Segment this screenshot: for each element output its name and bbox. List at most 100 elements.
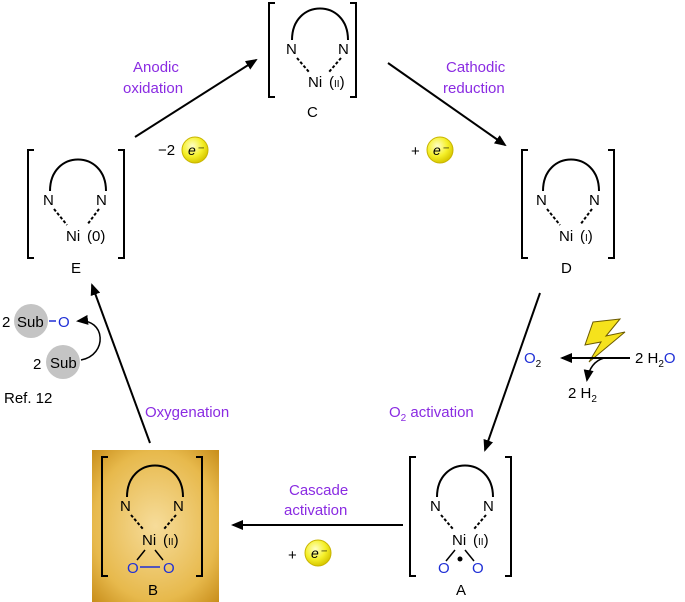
complex-label: D xyxy=(561,260,572,277)
oxidation-state: (II) xyxy=(473,532,489,549)
n-atom-left: N xyxy=(43,192,54,209)
ligand-arc xyxy=(542,158,600,192)
bracket-right xyxy=(350,2,357,98)
radical-dot xyxy=(457,556,463,562)
ni-atom: Ni xyxy=(308,74,322,91)
svg-text:Cascade: Cascade xyxy=(289,482,348,499)
lightning-bolt-icon xyxy=(584,318,626,363)
bracket-right xyxy=(118,149,125,259)
ni-o-bond xyxy=(445,549,456,562)
n-atom-left: N xyxy=(120,498,131,515)
arrow-b-to-e xyxy=(90,283,151,444)
arrow-e-to-c xyxy=(134,58,258,138)
n-ni-bond xyxy=(579,208,593,226)
n-ni-bond xyxy=(86,208,100,226)
oxidation-state: (II) xyxy=(329,74,345,91)
n-atom-right: N xyxy=(338,41,349,58)
ni-atom: Ni xyxy=(66,228,80,245)
product-coefficient: 2 xyxy=(2,314,10,331)
product-sub-label: Sub xyxy=(17,314,44,331)
oxidation-state: (I) xyxy=(580,228,593,245)
n-ni-bond xyxy=(473,514,487,530)
complex-label: C xyxy=(307,104,318,121)
ni-atom: Ni xyxy=(559,228,573,245)
svg-text:activation: activation xyxy=(284,502,347,519)
svg-text:reduction: reduction xyxy=(443,80,505,97)
n-ni-bond xyxy=(130,514,144,530)
oxygen-atom-left: O xyxy=(127,560,139,577)
complex-c: N N Ni (II) C xyxy=(268,2,357,121)
o2-activation-label: O2 activation xyxy=(389,404,474,424)
reference-label: Ref. 12 xyxy=(4,390,52,407)
n-atom-right: N xyxy=(589,192,600,209)
oxygenation-label: Oxygenation xyxy=(145,404,229,421)
bracket-left xyxy=(409,456,416,577)
complex-label: B xyxy=(148,582,158,599)
electron-gain-cascade: + e⁻ xyxy=(288,539,332,567)
n-atom-left: N xyxy=(430,498,441,515)
n-atom-right: N xyxy=(483,498,494,515)
arrow-c-to-d xyxy=(387,62,507,147)
n-ni-bond xyxy=(296,57,310,73)
electron-loss: −2 e⁻ xyxy=(158,136,209,164)
product-oxygen: O xyxy=(58,314,70,331)
electron-icon xyxy=(304,539,332,567)
anodic-oxidation-label: Anodic oxidation xyxy=(123,59,183,97)
electron-icon xyxy=(426,136,454,164)
svg-text:e⁻: e⁻ xyxy=(188,142,205,158)
n-ni-bond xyxy=(53,208,68,226)
ni-atom: Ni xyxy=(452,532,466,549)
n-ni-bond xyxy=(163,514,177,530)
ligand-arc xyxy=(436,464,494,498)
h2-product: 2 H2 xyxy=(568,385,597,405)
ni-o-bond xyxy=(464,549,475,562)
complex-a: N N Ni (II) O O A xyxy=(409,456,512,599)
complex-d: N N Ni (I) D xyxy=(521,149,615,277)
svg-text:+: + xyxy=(288,547,297,564)
bracket-left xyxy=(101,456,108,577)
ni-atom: Ni xyxy=(142,532,156,549)
complex-label: A xyxy=(456,582,466,599)
cathodic-reduction-label: Cathodic reduction xyxy=(443,59,506,97)
bracket-left xyxy=(268,2,275,98)
complex-label: E xyxy=(71,260,81,277)
electron-gain: + e⁻ xyxy=(411,136,454,164)
oxygen-atom-left: O xyxy=(438,560,450,577)
arrow-d-to-a xyxy=(483,292,541,452)
highlight-box xyxy=(92,450,219,602)
water-splitting: O2 2 H2O 2 H2 xyxy=(524,318,676,405)
svg-text:Anodic: Anodic xyxy=(133,59,179,76)
water-reactant: 2 H2O xyxy=(635,350,676,370)
n-ni-bond xyxy=(328,57,342,73)
ligand-arc xyxy=(126,464,184,498)
reactant-sub-label: Sub xyxy=(50,355,77,372)
n-atom-right: N xyxy=(173,498,184,515)
substrate-sphere xyxy=(14,304,48,338)
bracket-right xyxy=(505,456,512,577)
svg-text:e⁻: e⁻ xyxy=(433,142,450,158)
bracket-left xyxy=(27,149,34,259)
n-atom-left: N xyxy=(536,192,547,209)
bracket-right xyxy=(196,456,203,577)
n-ni-bond xyxy=(546,208,561,226)
cascade-activation-label: Cascade activation xyxy=(284,482,348,519)
substrate-oxygenation: 2 Sub O 2 Sub Ref. 12 xyxy=(2,304,101,407)
oxygen-atom-right: O xyxy=(472,560,484,577)
svg-text:oxidation: oxidation xyxy=(123,80,183,97)
oxidation-state: (0) xyxy=(87,228,105,245)
substrate-sphere xyxy=(46,345,80,379)
svg-text:−2: −2 xyxy=(158,142,175,159)
n-ni-bond xyxy=(440,514,454,530)
n-atom-left: N xyxy=(286,41,297,58)
svg-text:+: + xyxy=(411,143,420,160)
ligand-arc xyxy=(49,158,107,192)
arrow-h2-release xyxy=(583,357,605,382)
n-atom-right: N xyxy=(96,192,107,209)
complex-b: N N Ni (II) O O B xyxy=(92,450,219,602)
bracket-right xyxy=(608,149,615,259)
oxygen-atom-right: O xyxy=(163,560,175,577)
svg-text:e⁻: e⁻ xyxy=(311,545,328,561)
ni-o-bond xyxy=(154,549,164,561)
svg-text:Cathodic: Cathodic xyxy=(446,59,506,76)
